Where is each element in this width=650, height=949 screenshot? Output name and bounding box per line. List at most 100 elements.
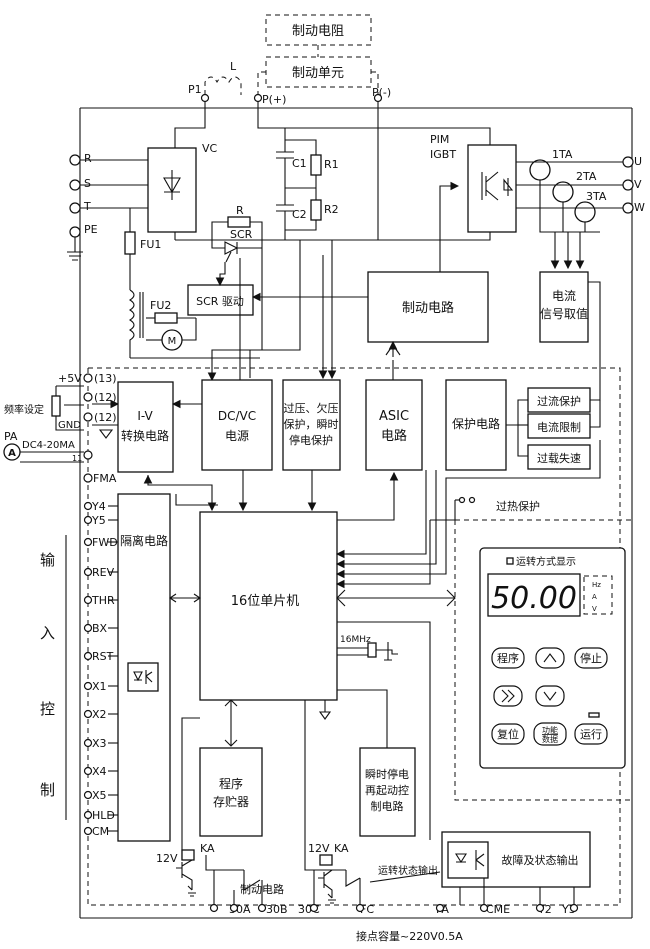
down-button[interactable]: [535, 685, 565, 707]
reset-button[interactable]: [491, 723, 525, 745]
program-button-label: 程序: [497, 651, 519, 665]
transistor-icon: [318, 869, 333, 899]
C2-label: C2: [292, 208, 307, 221]
chevron-up-icon: [543, 653, 557, 663]
double-chevron-right-icon: [501, 689, 515, 703]
diode-icon: [163, 170, 181, 200]
C1-label: C1: [292, 157, 307, 170]
terminal-x3: [83, 738, 93, 748]
fault-output-label: 故障及状态输出: [502, 853, 579, 867]
terminal-thr: [83, 595, 93, 605]
TA2-label: 2TA: [576, 170, 597, 183]
run-button[interactable]: [574, 723, 608, 745]
stall-label: 过载失速: [537, 452, 581, 465]
v12b-label: 12V: [308, 842, 330, 855]
brake-resistor-label: 制动电阻: [292, 24, 344, 39]
scr-icon: [224, 241, 262, 263]
operation-panel: 运转方式显示 50.00 Hz A V 程序 停止 复位 功能 数据 运行: [454, 519, 632, 801]
FU2-label: FU2: [150, 299, 171, 312]
terminal-label: BX: [92, 622, 108, 635]
current-label-1: 电流: [552, 289, 576, 303]
vertical-label-char: 入: [40, 624, 55, 642]
scr-drive-label: SCR 驱动: [196, 295, 244, 308]
ground-icon: [328, 899, 336, 904]
fuse-FU1: [124, 231, 136, 255]
terminal-label: Y5: [91, 514, 106, 527]
U-label: U: [634, 155, 642, 168]
TA3-label: 3TA: [586, 190, 607, 203]
run-status-label: 运转状态输出: [378, 864, 438, 877]
relay-coil-2: [319, 854, 333, 866]
ground-icon: [384, 642, 392, 661]
protect-circuit-label: 保护电路: [452, 416, 500, 431]
reactor-L: [204, 76, 242, 95]
ka1-label: KA: [200, 842, 215, 855]
dc-label: DC4-20MA: [22, 440, 75, 451]
current-limit-label: 电流限制: [537, 420, 581, 434]
isolation-label: 隔离电路: [120, 533, 168, 548]
PE-label: PE: [84, 223, 98, 236]
transistor-icon: [176, 859, 193, 891]
T-label: T: [83, 200, 91, 213]
vertical-label-char: 制: [40, 781, 55, 799]
terminal-rev: [83, 567, 93, 577]
crystal-icon: [367, 642, 377, 658]
terminal-label: HLD: [92, 809, 115, 822]
transformer-coil: [128, 289, 135, 358]
function-data-button[interactable]: [533, 722, 567, 746]
terminal-label: THR: [91, 594, 115, 607]
prot-label-1: 过压、欠压: [284, 401, 339, 415]
PIM-label: PIM: [430, 133, 449, 146]
pa-label: PA: [4, 430, 18, 443]
up-button[interactable]: [535, 647, 565, 669]
clock-label: 16MHz: [340, 635, 371, 645]
terminal-label: REV: [92, 566, 115, 579]
freq-set-label: 频率设定: [4, 403, 44, 416]
stop-button[interactable]: [574, 647, 608, 669]
rectifier-VC: [147, 147, 197, 233]
mem-label-1: 程序: [219, 776, 243, 791]
program-button[interactable]: [491, 647, 525, 669]
indicator-led: [588, 712, 600, 718]
ct-1TA: [529, 159, 551, 181]
ground-icon: [188, 892, 196, 897]
resistor-R2: [310, 199, 322, 221]
overheat-label: 过热保护: [496, 499, 540, 513]
fuse-FU2: [154, 312, 178, 324]
overcurrent-box: [527, 387, 591, 413]
n12b-label: (12): [94, 411, 117, 424]
VC-label: VC: [202, 142, 218, 155]
dcdc-power-box: [201, 379, 273, 471]
brake-resistor-box: [265, 14, 372, 46]
ammeter-A: A: [8, 448, 16, 459]
Pplus-label: P(+): [262, 93, 286, 106]
restart-control-box: [359, 747, 416, 837]
led-display: [487, 573, 581, 617]
reset-button-label: 复位: [497, 727, 519, 741]
voltage-protection-box: [282, 379, 341, 471]
ct-3TA: [574, 201, 596, 223]
V-label: V: [634, 178, 642, 191]
stop-button-label: 停止: [580, 651, 602, 665]
terminal-label: X3: [92, 737, 107, 750]
optocoupler-icon: [455, 850, 485, 870]
prot-label-2: 保护，瞬时: [284, 417, 339, 431]
terminal-cm: [83, 826, 93, 836]
dcdc-label-1: DC/VC: [218, 409, 256, 423]
terminal-x5: [83, 790, 93, 800]
chevron-down-icon: [543, 691, 557, 701]
program-memory-box: [199, 747, 263, 837]
led-display-value: 50.00: [491, 581, 577, 616]
led-v-label: V: [592, 605, 597, 613]
current-limit-box: [527, 413, 591, 439]
run-button-label: 运行: [580, 728, 602, 741]
terminal-bx: [83, 623, 93, 633]
CME-label: CME: [486, 903, 510, 916]
asic-label-2: 电路: [381, 428, 407, 444]
optocoupler-icon: [133, 670, 153, 684]
resistor-R: [227, 216, 251, 228]
R-label: R: [84, 152, 92, 165]
iv-label-1: I-V: [137, 409, 153, 423]
